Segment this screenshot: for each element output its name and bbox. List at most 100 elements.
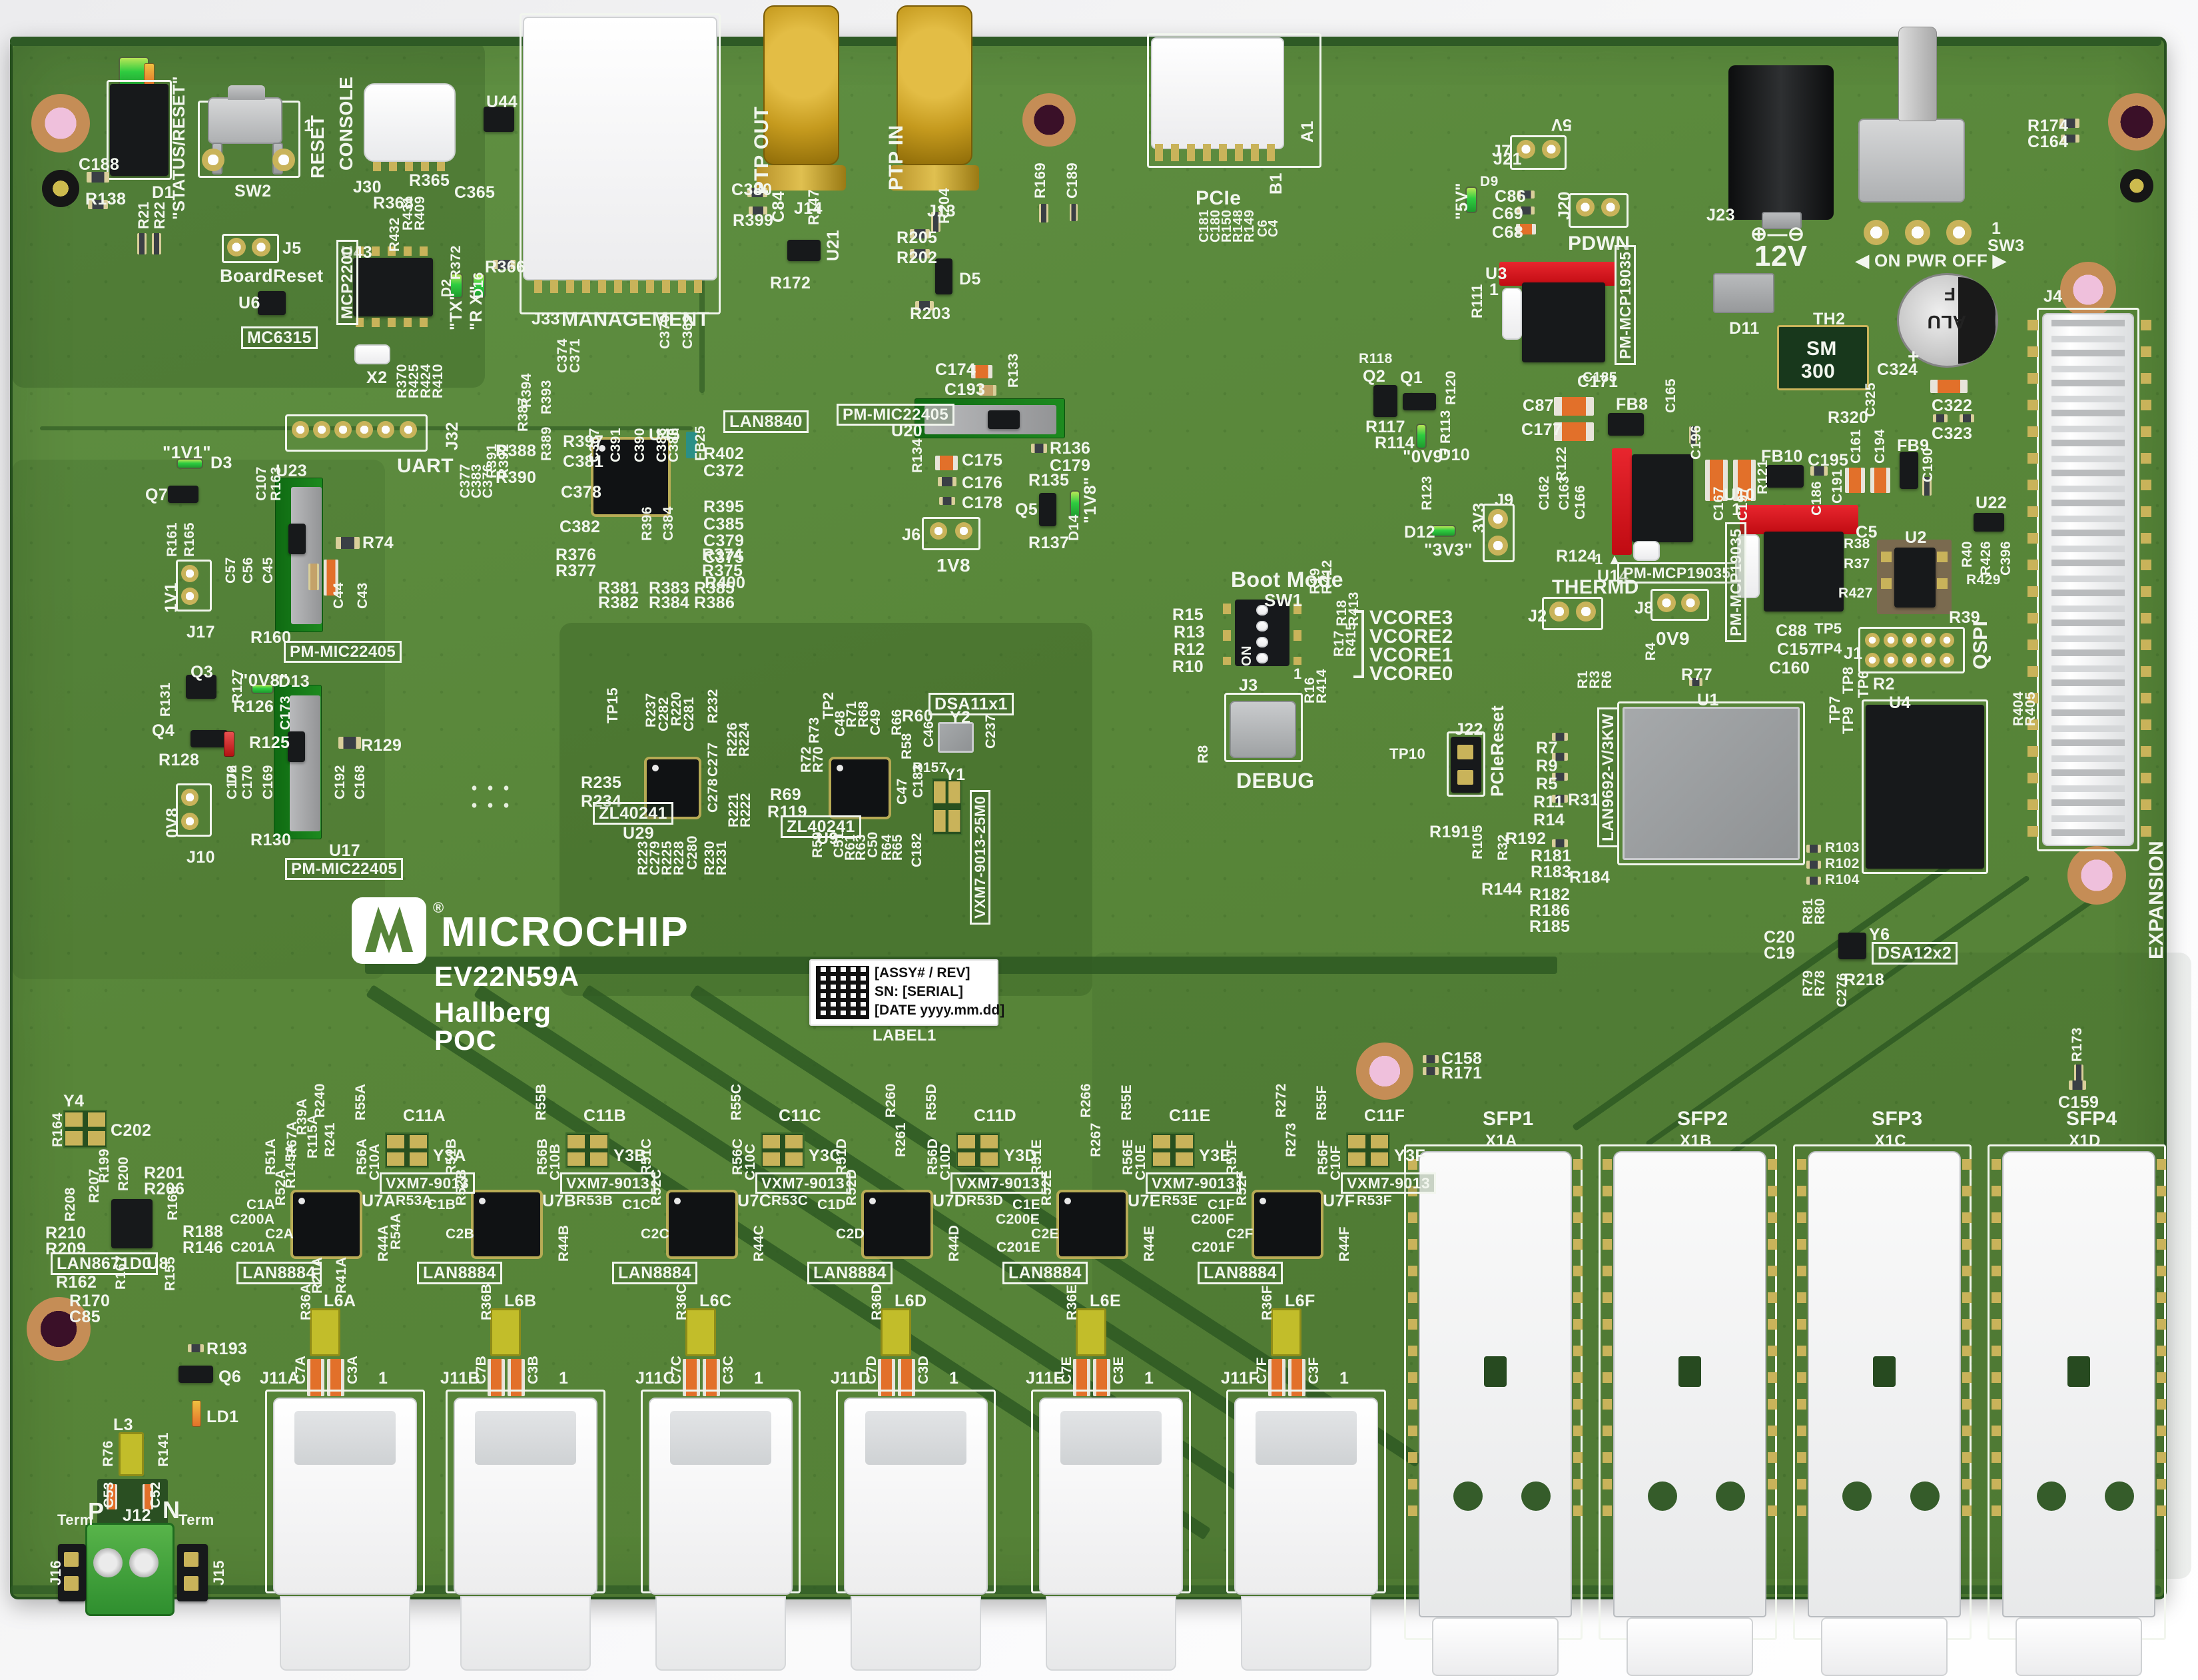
silk-j15: J15	[210, 1560, 227, 1585]
silk-r15: R15	[1172, 606, 1204, 624]
silk-u7a: U7A	[362, 1192, 396, 1210]
silk-u1: U1	[1697, 691, 1719, 709]
silk-r74: R74	[362, 534, 394, 552]
silk-c191: C191	[1830, 469, 1845, 504]
part-ic	[1838, 933, 1866, 959]
silk-j17: J17	[186, 623, 215, 641]
silk-j30: J30	[353, 178, 382, 197]
silk-d14: D14	[1066, 514, 1082, 541]
part-cap	[1733, 460, 1756, 501]
silk-r384: R384	[649, 594, 690, 612]
part-cap	[1870, 468, 1890, 493]
silk-0v9: "0V9"	[1403, 446, 1451, 466]
part-ledg	[251, 683, 274, 694]
part-wht	[1432, 1617, 1559, 1676]
silk-r372: R372	[448, 245, 464, 280]
silk-ld1: LD1	[206, 1408, 239, 1426]
part-res	[2061, 135, 2079, 143]
silk-c372: C372	[703, 462, 745, 480]
silk-u29: U29	[623, 824, 655, 843]
silk-r429: R429	[1966, 572, 2001, 588]
silk-r184: R184	[1569, 868, 1611, 887]
silk-r11: R11	[1533, 793, 1564, 811]
silk-r53b: R53B	[576, 1193, 613, 1208]
part-ic	[1522, 282, 1605, 362]
silk-r414: R414	[1314, 669, 1329, 703]
silk-1: 1	[378, 1369, 388, 1388]
silk-c158: C158	[1441, 1049, 1483, 1068]
part-th	[930, 522, 947, 540]
part-res	[1806, 845, 1821, 853]
silk-l6a: L6A	[324, 1292, 356, 1310]
part-pad	[184, 1552, 198, 1567]
silk-debug: DEBUG	[1236, 769, 1315, 793]
silk-3v3: "3V3"	[1424, 540, 1473, 560]
silk-c190: C190	[1920, 448, 1936, 482]
silk-r130: R130	[250, 831, 292, 849]
part-th	[1940, 653, 1954, 667]
silk-r432: R432	[387, 217, 402, 252]
part-qfn	[474, 1192, 540, 1256]
silk-c200e: C200E	[996, 1212, 1040, 1227]
part-th	[272, 149, 295, 171]
silk-x1a: X1A	[1485, 1132, 1517, 1150]
silk-c3b: C3B	[526, 1355, 541, 1384]
silk-d9: D9	[1480, 174, 1499, 189]
silk-q3: Q3	[190, 663, 214, 681]
part-qfn	[1059, 1192, 1126, 1256]
microchip-logo-icon	[352, 897, 426, 967]
part-th	[1549, 602, 1569, 622]
silk-1v8: 1V8	[936, 555, 971, 576]
silk-r167: R167	[113, 1255, 129, 1290]
silk-sfp1: SFP1	[1483, 1108, 1534, 1130]
silk-r234: R234	[581, 792, 622, 811]
silk-r382: R382	[598, 594, 639, 612]
part-res	[1933, 414, 1948, 422]
silk-ptpout: PTP OUT	[751, 106, 773, 195]
part-th	[292, 421, 309, 438]
part-ind	[310, 1308, 340, 1356]
silk-c276: C276	[1834, 973, 1850, 1007]
part-usbc	[364, 83, 456, 162]
silk-j2: J2	[1528, 607, 1547, 626]
part-res	[1552, 773, 1568, 781]
silk-vxm79013: VXM7-9013	[1341, 1172, 1437, 1194]
silk-c3e: C3E	[1111, 1356, 1126, 1384]
silk-y3c: Y3C	[809, 1146, 842, 1165]
part-rj45	[273, 1398, 417, 1595]
silk-c370: C370	[657, 314, 673, 349]
part-th	[1865, 633, 1880, 647]
silk-1: 1	[1489, 280, 1499, 299]
part-wht	[1821, 1617, 1948, 1676]
part-th	[1864, 220, 1889, 245]
silk-r14: R14	[1533, 811, 1565, 829]
silk-u7f: U7F	[1323, 1192, 1355, 1210]
silk-r200: R200	[116, 1156, 131, 1191]
silk-r157: R157	[913, 760, 947, 775]
silk-q4: Q4	[152, 721, 175, 740]
silk-u8: U8	[147, 1254, 169, 1273]
silk-c46: C46	[921, 721, 936, 747]
part-pad	[64, 1576, 79, 1591]
silk-mcp2200: MCP2200	[336, 240, 359, 325]
silk-c68: C68	[1492, 223, 1524, 242]
part-screw	[93, 1548, 123, 1577]
datamatrix-barcode	[816, 966, 869, 1019]
part-blk	[1728, 65, 1834, 220]
silk-pmmcp19035: PM-MCP19035	[1615, 245, 1637, 365]
silk-c10e: C10E	[1133, 1144, 1148, 1180]
part-th	[1488, 509, 1508, 529]
silk-r2: R2	[1873, 675, 1895, 693]
part-red	[1740, 505, 1858, 534]
silk-c164: C164	[2027, 133, 2069, 151]
part-red	[1499, 262, 1616, 286]
part-pinrow	[1155, 144, 1282, 161]
part-cap	[143, 1484, 153, 1509]
silk-r191: R191	[1429, 823, 1471, 841]
part-res	[1806, 877, 1821, 885]
silk-vxm7901325m0: VXM7-9013-25M0	[970, 789, 991, 925]
silk-r58: R58	[899, 733, 915, 759]
silk-tp10: TP10	[1389, 745, 1426, 762]
silk-r400: R400	[705, 574, 746, 592]
part-edge	[10, 37, 2161, 46]
